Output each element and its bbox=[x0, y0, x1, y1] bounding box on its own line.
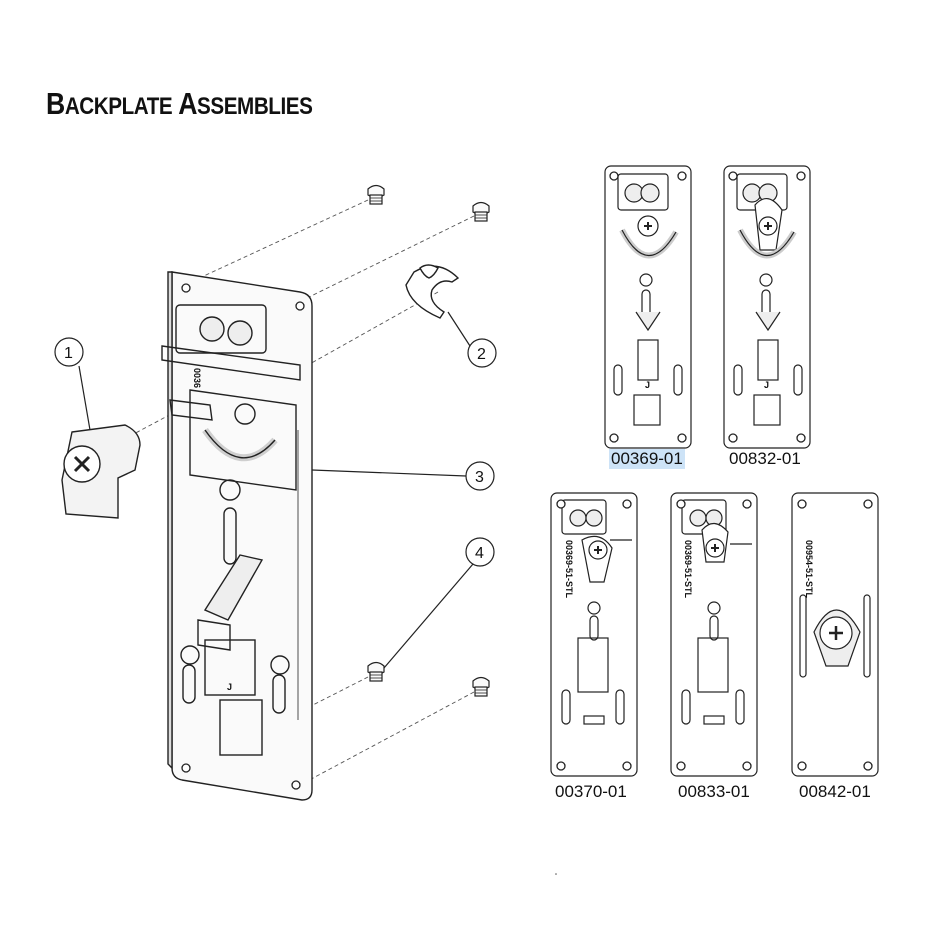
assembly-label-00842-01[interactable]: 00842-01 bbox=[799, 782, 871, 801]
screw-bottom-left bbox=[367, 661, 385, 682]
callout-4: 4 bbox=[475, 545, 484, 562]
thumbnail-00832-01 bbox=[723, 165, 811, 449]
callout-2: 2 bbox=[477, 346, 486, 363]
assembly-label-00832-01[interactable]: 00832-01 bbox=[729, 449, 801, 468]
page-title: BACKPLATE ASSEMBLIES bbox=[46, 86, 313, 121]
etched-c: 00369-51-STL bbox=[564, 540, 574, 599]
screw-top-left bbox=[367, 184, 385, 205]
letter-j: J bbox=[227, 682, 232, 692]
main-backplate bbox=[161, 271, 313, 801]
assembly-label-00370-01[interactable]: 00370-01 bbox=[555, 782, 627, 801]
thumbnail-00370-01 bbox=[550, 492, 638, 777]
cam-part bbox=[61, 424, 141, 519]
thumbnail-00842-01 bbox=[791, 492, 879, 777]
callout-3: 3 bbox=[475, 469, 484, 486]
etched-d: 00369-51-STL bbox=[683, 540, 693, 599]
screw-top-right bbox=[472, 201, 490, 222]
assembly-label-00833-01[interactable]: 00833-01 bbox=[678, 782, 750, 801]
callout-1: 1 bbox=[64, 345, 73, 362]
thumbnail-00369-01 bbox=[604, 165, 692, 449]
e-clip-part bbox=[405, 264, 460, 319]
assembly-label-00369-01[interactable]: 00369-01 bbox=[609, 449, 685, 469]
thumbnail-00833-01 bbox=[670, 492, 758, 777]
letter-j-a: J bbox=[645, 380, 650, 390]
etched-e: 00954-51-STL bbox=[804, 540, 814, 599]
letter-j-b: J bbox=[764, 380, 769, 390]
screw-bottom-right bbox=[472, 676, 490, 697]
etched-part-number: 0036 bbox=[192, 368, 202, 388]
